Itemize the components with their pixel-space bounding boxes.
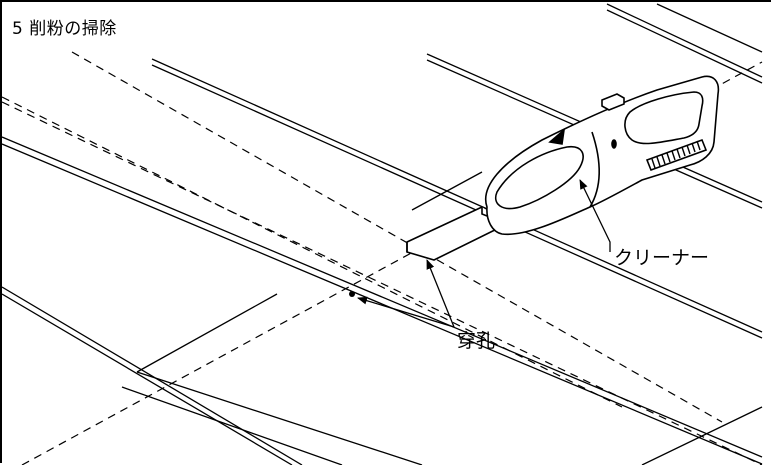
cleaner-illustration: [406, 75, 720, 261]
cleaner-label: クリーナー: [614, 247, 709, 269]
board-joints: [2, 3, 763, 465]
drill-hole: [349, 291, 355, 297]
leader-lines: [357, 179, 611, 328]
vent-slots: [651, 140, 701, 169]
step-title: 5 削粉の掃除: [12, 19, 117, 39]
hole-label: 穿孔: [457, 330, 495, 352]
